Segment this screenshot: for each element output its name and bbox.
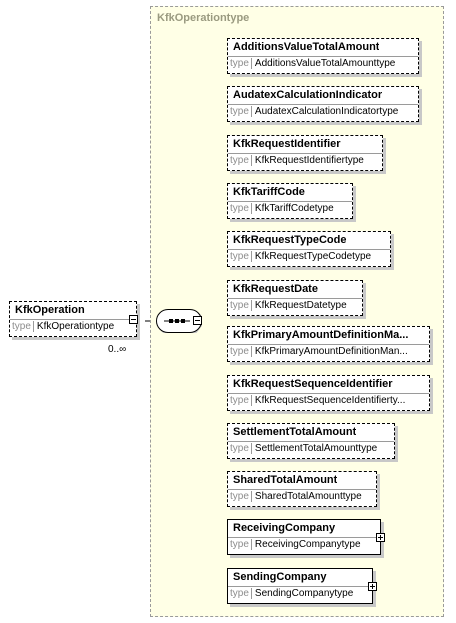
child-type-keyword: type <box>230 203 249 214</box>
child-element-name: AudatexCalculationIndicator <box>233 89 383 101</box>
child-type-keyword: type <box>230 395 249 406</box>
child-type-keyword: type <box>230 106 249 117</box>
child-element-separator <box>228 249 390 250</box>
child-type-keyword: type <box>230 443 249 454</box>
complex-type-title: KfkOperationtype <box>157 12 250 24</box>
child-element-name: KfkRequestDate <box>233 283 318 295</box>
child-type-value: KfkRequestDatetype <box>250 300 347 311</box>
sequence-collapse-icon[interactable] <box>193 316 202 325</box>
sequence-icon <box>164 319 190 323</box>
child-element-separator <box>228 104 418 105</box>
child-type-value: SendingCompanytype <box>250 588 353 599</box>
root-element-name: KfkOperation <box>15 304 85 316</box>
child-type-value: KfkPrimaryAmountDefinitionMan... <box>250 346 408 357</box>
child-type-value: KfkRequestSequenceIdentifierty... <box>250 395 405 406</box>
child-element-separator <box>228 441 394 442</box>
child-type-value: KfkRequestTypeCodetype <box>250 251 371 262</box>
child-element-separator <box>228 56 418 57</box>
child-element-name: KfkPrimaryAmountDefinitionMa... <box>233 329 409 341</box>
child-type-keyword: type <box>230 588 249 599</box>
child-type-keyword: type <box>230 58 249 69</box>
child-element-separator <box>228 393 429 394</box>
child-type-value: ReceivingCompanytype <box>250 539 361 550</box>
child-element-name: SendingCompany <box>233 571 327 583</box>
expand-icon[interactable] <box>368 582 377 591</box>
child-element-separator <box>228 298 362 299</box>
root-type-value: KfkOperationtype <box>32 321 114 332</box>
child-type-value: SharedTotalAmounttype <box>250 491 362 502</box>
child-element-name: KfkRequestSequenceIdentifier <box>233 378 393 390</box>
child-element-name: KfkRequestTypeCode <box>233 234 347 246</box>
child-type-keyword: type <box>230 539 249 550</box>
child-element-name: SharedTotalAmount <box>233 474 338 486</box>
child-type-keyword: type <box>230 251 249 262</box>
child-type-value: SettlementTotalAmounttype <box>250 443 377 454</box>
child-element-name: KfkRequestIdentifier <box>233 138 341 150</box>
child-type-value: KfkRequestIdentifiertype <box>250 155 364 166</box>
root-element-separator <box>10 319 136 320</box>
child-element-separator <box>228 344 429 345</box>
child-element-separator <box>228 153 382 154</box>
child-element-separator <box>228 537 380 538</box>
child-type-keyword: type <box>230 300 249 311</box>
child-element-name: KfkTariffCode <box>233 186 305 198</box>
root-multiplicity: 0..∞ <box>108 344 127 355</box>
child-element-separator <box>228 201 352 202</box>
child-element-name: AdditionsValueTotalAmount <box>233 41 380 53</box>
child-type-value: KfkTariffCodetype <box>250 203 334 214</box>
child-element-name: ReceivingCompany <box>233 522 336 534</box>
child-type-value: AudatexCalculationIndicatortype <box>250 106 398 117</box>
child-type-keyword: type <box>230 491 249 502</box>
child-element-name: SettlementTotalAmount <box>233 426 357 438</box>
expand-icon[interactable] <box>376 533 385 542</box>
child-type-keyword: type <box>230 346 249 357</box>
root-type-keyword: type <box>12 321 31 332</box>
root-collapse-icon[interactable] <box>129 315 138 324</box>
child-type-keyword: type <box>230 155 249 166</box>
child-element-separator <box>228 586 372 587</box>
child-element-separator <box>228 489 376 490</box>
child-type-value: AdditionsValueTotalAmounttype <box>250 58 395 69</box>
